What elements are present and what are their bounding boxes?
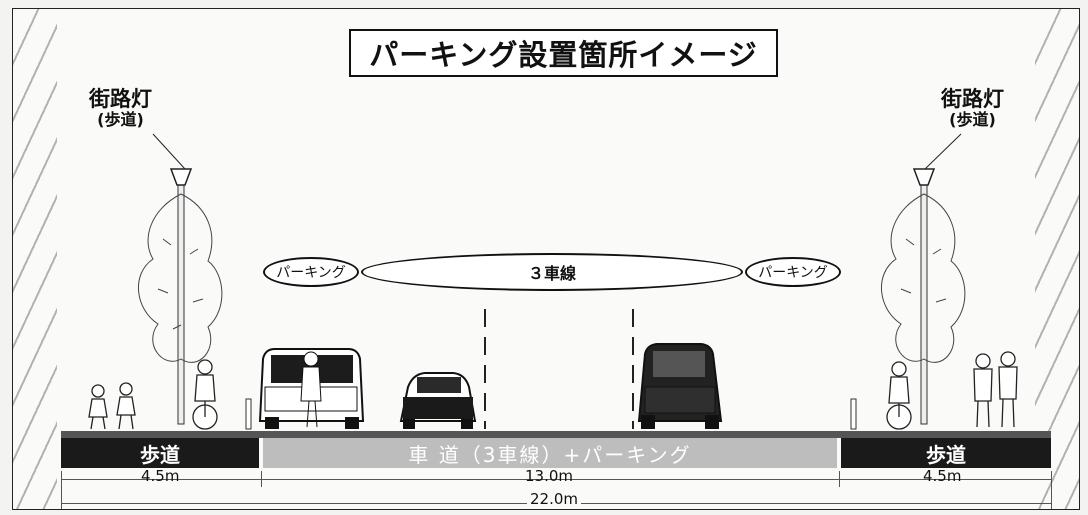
lanes-oval: ３車線 — [361, 253, 743, 291]
roadway: 車 道（3車線）+パーキング — [263, 438, 837, 468]
building-wall-left — [13, 9, 57, 509]
street-illustration — [88, 133, 1018, 430]
car-center-icon — [399, 372, 477, 429]
suv-right-icon — [637, 343, 723, 429]
street-light-right-text: 街路灯 — [941, 87, 1004, 111]
width-right-label: 4.5m — [923, 467, 962, 485]
street-light-label-left: 街路灯 (歩道) — [89, 87, 152, 130]
diagram-frame: パーキング設置箇所イメージ 街路灯 (歩道) 街路灯 (歩道) — [12, 8, 1080, 510]
cyclist-right-icon — [886, 361, 912, 430]
bollard-right — [850, 398, 857, 430]
width-road-label: 13.0m — [525, 467, 574, 485]
building-wall-right — [1035, 9, 1079, 509]
street-light-label-right: 街路灯 (歩道) — [941, 87, 1004, 130]
leader-line-left — [152, 133, 186, 170]
sidewalk-left: 歩道 — [61, 438, 259, 468]
diagram-title: パーキング設置箇所イメージ — [349, 29, 778, 77]
parked-van-icon — [258, 348, 365, 429]
street-light-left-sub: (歩道) — [97, 110, 144, 130]
road-surface-line — [61, 431, 1051, 438]
street-light-right-sub: (歩道) — [949, 110, 996, 130]
cyclist-left-icon — [192, 359, 218, 430]
dimension-tick — [261, 471, 262, 487]
sidewalk-right: 歩道 — [841, 438, 1051, 468]
street-light-left-text: 街路灯 — [89, 87, 152, 111]
street-light-right-icon — [912, 168, 936, 425]
children-left-icon — [88, 382, 136, 430]
tree-right-icon — [881, 193, 966, 363]
leader-line-right — [924, 133, 962, 170]
parking-oval-left: パーキング — [263, 257, 359, 287]
dimension-line-segments — [61, 479, 1051, 480]
bollard-left — [245, 398, 252, 430]
dimension-tick — [61, 471, 62, 509]
dimension-tick — [1051, 471, 1052, 509]
tree-left-icon — [138, 193, 223, 363]
dimension-tick — [839, 471, 840, 487]
width-left-label: 4.5m — [141, 467, 180, 485]
street-light-left-icon — [169, 168, 193, 425]
parking-oval-right: パーキング — [745, 257, 841, 287]
pedestrians-right-icon — [973, 351, 1018, 428]
width-total-label: 22.0m — [527, 490, 582, 508]
